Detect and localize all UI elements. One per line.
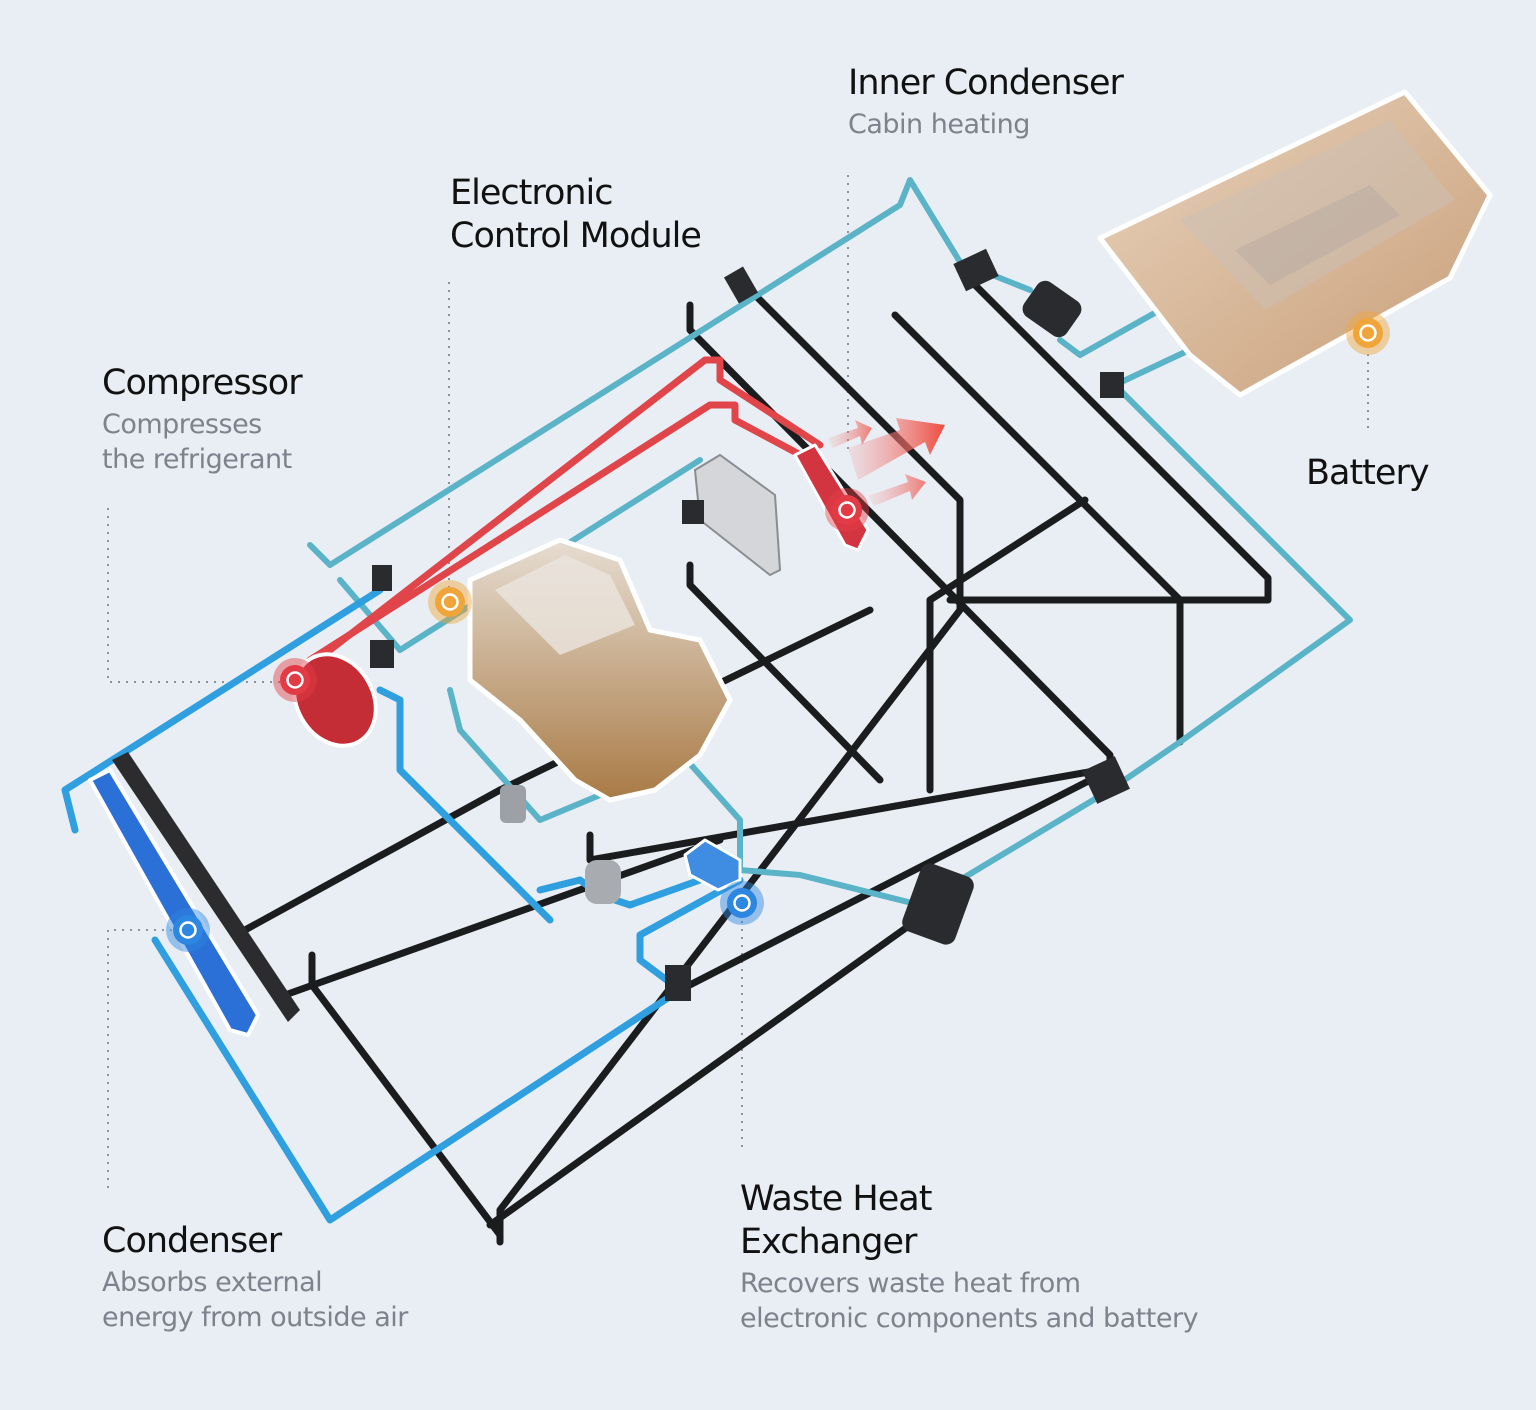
markers <box>166 311 1390 952</box>
valves <box>500 785 621 904</box>
marker-ecm <box>428 580 472 624</box>
refrigerant-high-lines <box>306 356 824 664</box>
black-pipe <box>686 561 884 784</box>
electronic-control-module <box>467 537 733 803</box>
condenser-frame <box>112 752 300 1022</box>
refrigerant-low-line <box>61 586 384 834</box>
leader-lines <box>107 175 1369 1188</box>
black-pipe <box>486 896 949 1229</box>
coolant-line <box>307 177 963 568</box>
compressor-body <box>292 652 378 748</box>
condenser-radiator <box>88 752 300 1037</box>
refrigerant-high-line <box>326 356 824 654</box>
marker-compressor <box>273 658 317 702</box>
ecm-title: Electronic Control Module <box>450 173 702 256</box>
fitting <box>682 500 704 524</box>
heat-arrow-large <box>848 418 945 480</box>
coolant-line <box>957 382 1353 883</box>
evaporator-core <box>693 453 782 577</box>
battery-title: Battery <box>1306 453 1430 493</box>
condenser-subtitle: Absorbs external energy from outside air <box>102 1267 408 1333</box>
waste-heat-exchanger-unit <box>683 838 742 892</box>
accumulator <box>585 860 621 904</box>
black-pipe <box>241 786 504 934</box>
refrigerant-low-lines <box>61 586 744 1224</box>
coolant-line <box>1057 307 1163 358</box>
fitting <box>370 640 394 668</box>
waste-heat-exchanger-title: Waste Heat Exchanger <box>740 1179 932 1262</box>
black-pipe <box>891 311 1184 746</box>
evaporator-unit <box>693 453 782 577</box>
heat-arrow-small <box>828 420 872 448</box>
reservoir-tank <box>902 863 974 945</box>
valve <box>500 785 526 823</box>
marker-waste-heat-exchanger <box>720 881 764 925</box>
black-pipe <box>308 951 504 1239</box>
fitting <box>723 266 759 304</box>
marker-condenser <box>166 908 210 952</box>
waste-heat-exchanger-subtitle: Recovers waste heat from electronic comp… <box>740 1268 1199 1334</box>
pump <box>1022 280 1082 338</box>
heat-arrow-small <box>868 474 926 506</box>
waste-heat-exchanger-core <box>683 838 742 892</box>
refrigerant-high-line <box>306 401 814 664</box>
marker-inner-condenser <box>825 488 869 532</box>
label-waste-heat-exchanger: Waste Heat Exchanger Recovers waste heat… <box>740 1178 1199 1336</box>
ecm-top <box>495 555 635 655</box>
label-condenser: Condenser Absorbs external energy from o… <box>102 1220 408 1335</box>
leader-compressor <box>107 508 290 683</box>
compressor-unit <box>292 652 378 748</box>
fitting <box>665 965 691 1001</box>
fitting <box>1082 756 1130 804</box>
fitting <box>1100 372 1124 398</box>
label-battery: Battery <box>1306 452 1430 495</box>
condenser-title: Condenser <box>102 1221 282 1261</box>
refrigerant-low-line <box>636 876 744 994</box>
refrigerant-low-line <box>151 936 684 1224</box>
compressor-subtitle: Compresses the refrigerant <box>102 409 292 475</box>
leader-condenser <box>107 929 185 1188</box>
black-pipe <box>946 266 1272 604</box>
fitting <box>372 565 392 591</box>
label-compressor: Compressor Compresses the refrigerant <box>102 362 303 477</box>
marker-battery <box>1346 311 1390 355</box>
label-ecm: Electronic Control Module <box>450 172 702 258</box>
black-pipe <box>281 836 724 999</box>
label-inner-condenser: Inner Condenser Cabin heating <box>848 62 1124 142</box>
inner-condenser-subtitle: Cabin heating <box>848 109 1030 140</box>
black-pipe <box>676 766 1114 994</box>
battery-pack <box>1097 89 1493 398</box>
black-pipe <box>926 496 1089 794</box>
compressor-title: Compressor <box>102 363 303 403</box>
refrigerant-low-line <box>376 686 554 924</box>
fitting <box>953 248 999 292</box>
black-pipe <box>586 766 1104 864</box>
condenser-core <box>88 768 260 1037</box>
inner-condenser-title: Inner Condenser <box>848 63 1124 103</box>
battery-cover <box>1235 185 1400 285</box>
fittings <box>370 248 1130 1001</box>
heat-arrows <box>828 418 945 506</box>
